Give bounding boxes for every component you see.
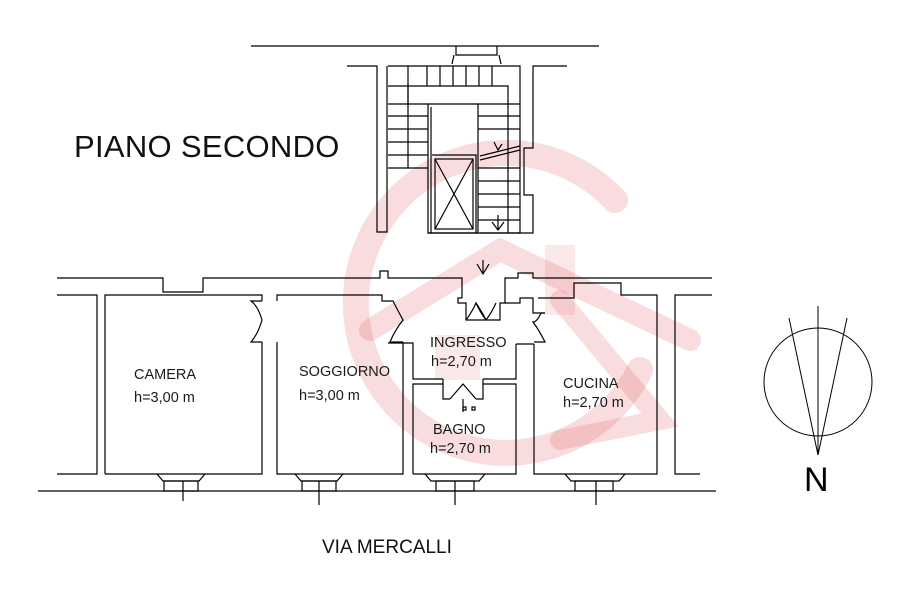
room-ingresso-name: INGRESSO xyxy=(430,335,507,351)
room-bagno-height: h=2,70 m xyxy=(430,441,491,457)
window-cucina xyxy=(564,473,626,505)
plan-title: PIANO SECONDO xyxy=(74,129,340,164)
street-label: VIA MERCALLI xyxy=(322,537,452,558)
room-ingresso-height: h=2,70 m xyxy=(431,354,492,370)
room-cucina-height: h=2,70 m xyxy=(563,395,624,411)
north-compass-icon xyxy=(763,306,873,456)
window-camera xyxy=(156,473,206,501)
room-camera-height: h=3,00 m xyxy=(134,390,195,406)
room-bagno-name: BAGNO xyxy=(433,422,486,438)
north-label: N xyxy=(804,461,829,499)
room-soggiorno-name: SOGGIORNO xyxy=(299,364,391,380)
room-cucina-name: CUCINA xyxy=(563,376,619,392)
window-bagno xyxy=(424,473,486,505)
room-soggiorno-height: h=3,00 m xyxy=(299,388,360,404)
window-soggiorno xyxy=(294,473,344,505)
room-camera-name: CAMERA xyxy=(134,367,197,383)
